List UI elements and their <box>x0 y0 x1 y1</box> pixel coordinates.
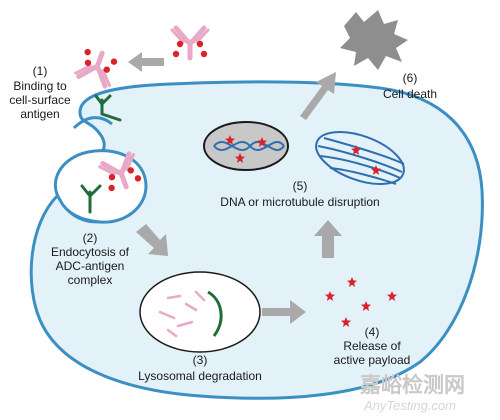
arrow-to-lysosome <box>136 224 168 256</box>
free-adc <box>172 28 208 58</box>
surface-antigen <box>94 94 122 122</box>
step-1-label: (1) Binding to cell-surface antigen <box>9 64 71 121</box>
arrow-to-targets <box>314 220 342 258</box>
svg-text:Cell death: Cell death <box>383 87 437 101</box>
svg-text:ADC-antigen: ADC-antigen <box>56 259 125 273</box>
nucleus-dna <box>203 121 289 171</box>
dead-cell-shape <box>340 10 408 70</box>
svg-text:antigen: antigen <box>20 107 59 121</box>
step-2-label: (2) Endocytosis of ADC-antigen complex <box>51 231 130 287</box>
svg-text:嘉峪检测网: 嘉峪检测网 <box>360 373 465 397</box>
svg-text:DNA or microtubule disruption: DNA or microtubule disruption <box>220 195 379 209</box>
svg-text:(6): (6) <box>403 71 418 85</box>
svg-text:AnyTesting.com: AnyTesting.com <box>363 398 456 413</box>
svg-text:active payload: active payload <box>334 353 411 367</box>
arrow-to-death <box>300 72 336 120</box>
step-3-label: (3) Lysosomal degradation <box>138 353 262 383</box>
svg-text:Release of: Release of <box>343 339 401 353</box>
svg-text:complex: complex <box>68 273 113 287</box>
arrow-approach <box>128 52 164 72</box>
watermark: 嘉峪检测网 AnyTesting.com <box>360 373 465 413</box>
lysosome <box>139 271 261 353</box>
step-5-label: (5) DNA or microtubule disruption <box>220 179 379 209</box>
svg-text:cell-surface: cell-surface <box>9 93 71 107</box>
internalized-adc <box>99 153 143 194</box>
svg-text:(2): (2) <box>83 231 98 245</box>
step-4-label: (4) Release of active payload <box>334 325 411 367</box>
membrane-notch <box>72 116 113 130</box>
svg-text:Lysosomal degradation: Lysosomal degradation <box>138 369 262 383</box>
svg-text:(1): (1) <box>33 64 48 78</box>
svg-text:(5): (5) <box>293 179 308 193</box>
bound-adc <box>75 47 119 88</box>
svg-text:Endocytosis of: Endocytosis of <box>51 245 130 259</box>
step-6-label: (6) Cell death <box>383 71 437 101</box>
svg-text:(4): (4) <box>365 325 380 339</box>
microtubule-spindle <box>315 131 405 185</box>
svg-text:Binding to: Binding to <box>13 79 67 93</box>
arrow-to-payload <box>262 300 306 324</box>
svg-text:(3): (3) <box>193 353 208 367</box>
internalized-antigen <box>80 184 102 214</box>
